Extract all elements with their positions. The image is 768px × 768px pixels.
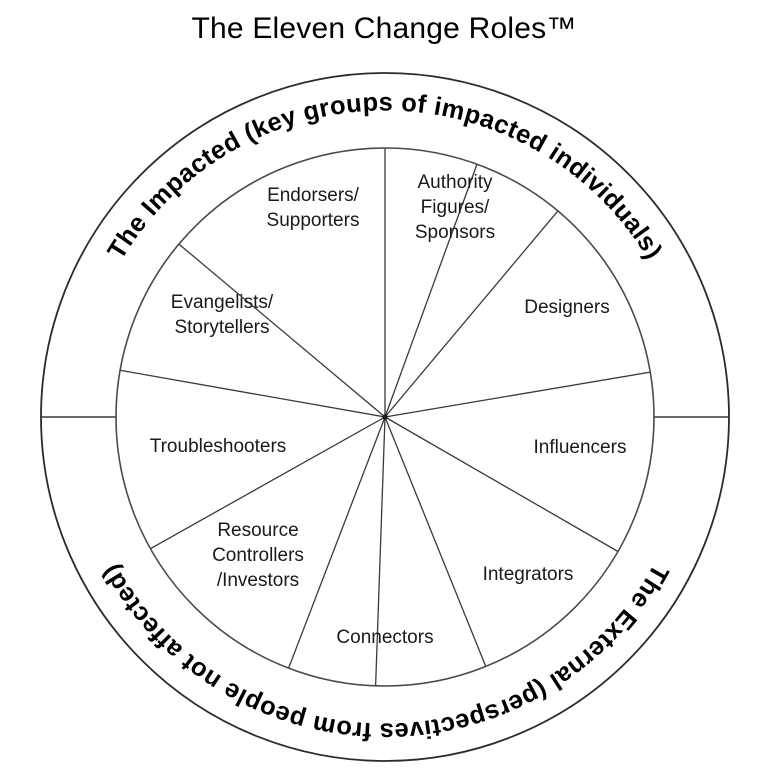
wedge-spoke [150, 416, 386, 550]
wedge-spoke [374, 416, 386, 686]
wedge-label-influencers[interactable]: Influencers [534, 437, 627, 458]
wedge-spoke [287, 416, 386, 669]
wedge-spoke [384, 416, 619, 553]
wedge-label-line: Authority [418, 172, 493, 193]
wedge-spokes [119, 148, 651, 686]
wedge-label-integrators[interactable]: Integrators [483, 564, 574, 585]
hub-center-dot [382, 414, 388, 420]
wedge-label-line: Troubleshooters [150, 436, 287, 457]
wedge-label-line: /Investors [217, 570, 299, 591]
wedge-label-line: Storytellers [174, 317, 269, 338]
ring-label-external-text: The External (perspectives from people n… [96, 560, 673, 746]
wedge-spoke [178, 243, 386, 418]
wedge-label-line: Evangelists/ [171, 292, 274, 313]
wedge-label-troubleshooters[interactable]: Troubleshooters [150, 436, 287, 457]
wedge-label-line: Sponsors [415, 222, 495, 243]
wedge-label-line: Figures/ [421, 197, 490, 218]
wedge-spoke [384, 210, 559, 418]
wedge-spoke [119, 369, 386, 418]
ring-label-external: The External (perspectives from people n… [96, 560, 674, 746]
wedge-label-endorsers-supporters[interactable]: Endorsers/Supporters [267, 185, 360, 231]
wedge-label-line: Connectors [336, 627, 433, 648]
page-title: The Eleven Change Roles™ [191, 12, 576, 45]
wedge-label-line: Endorsers/ [267, 185, 360, 206]
wedge-label-evangelists-storytellers[interactable]: Evangelists/Storytellers [171, 292, 274, 338]
wedge-label-line: Designers [524, 297, 610, 318]
wedge-label-line: Resource [217, 520, 298, 541]
wedge-label-line: Supporters [267, 210, 360, 231]
wedge-label-line: Influencers [534, 437, 627, 458]
wedge-label-line: Integrators [483, 564, 574, 585]
wedge-spoke [384, 163, 478, 418]
wedge-label-line: Controllers [212, 545, 304, 566]
wedge-label-connectors[interactable]: Connectors [336, 627, 433, 648]
wedge-spoke [384, 416, 487, 667]
wedge-label-designers[interactable]: Designers [524, 297, 610, 318]
wedge-spoke [384, 371, 651, 418]
